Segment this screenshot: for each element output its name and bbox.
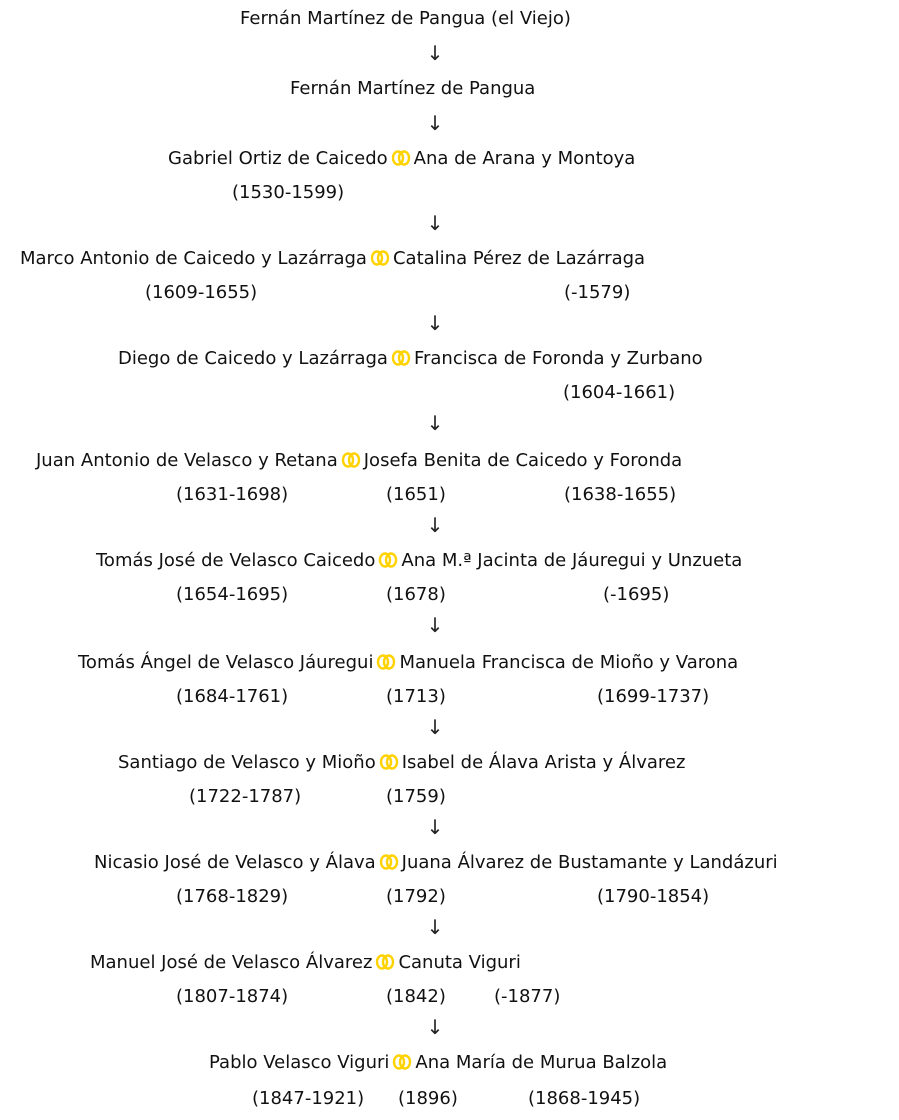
down-arrow-icon: ↓ — [426, 1015, 444, 1039]
interlocked-rings-icon — [378, 552, 398, 568]
couple-row: Nicasio José de Velasco y Álava Juana Álv… — [94, 852, 778, 874]
husband-name: Santiago de Velasco y Mioño — [118, 752, 376, 773]
couple-row: Santiago de Velasco y Mioño Isabel de Ála… — [118, 752, 685, 774]
couple-row: Pablo Velasco Viguri Ana María de Murua B… — [209, 1052, 667, 1074]
wife-name: Canuta Viguri — [398, 952, 521, 973]
husband-dates: (1530-1599) — [232, 182, 345, 203]
wife-dates: (-1877) — [494, 986, 561, 1007]
husband-dates: (1631-1698) — [176, 484, 289, 505]
down-arrow-icon: ↓ — [426, 41, 444, 65]
marriage-year: (1792) — [386, 886, 446, 907]
husband-name: Gabriel Ortiz de Caicedo — [168, 148, 388, 169]
couple-row: Tomás José de Velasco Caicedo Ana M.ª Jac… — [96, 550, 742, 572]
wife-dates: (1604-1661) — [563, 382, 676, 403]
interlocked-rings-icon — [370, 250, 390, 266]
husband-name: Marco Antonio de Caicedo y Lazárraga — [20, 248, 367, 269]
interlocked-rings-icon — [379, 854, 399, 870]
wife-dates: (1638-1655) — [564, 484, 677, 505]
wife-name: Manuela Francisca de Mioño y Varona — [399, 652, 739, 673]
couple-row: Manuel José de Velasco Álvarez Canuta Vig… — [90, 952, 521, 974]
wife-name: Ana María de Murua Balzola — [415, 1052, 668, 1073]
down-arrow-icon: ↓ — [426, 211, 444, 235]
couple-row: Tomás Ángel de Velasco Jáuregui Manuela F… — [78, 652, 738, 674]
down-arrow-icon: ↓ — [426, 311, 444, 335]
interlocked-rings-icon — [379, 754, 399, 770]
interlocked-rings-icon — [341, 452, 361, 468]
interlocked-rings-icon — [392, 1054, 412, 1070]
wife-dates: (-1695) — [603, 584, 670, 605]
interlocked-rings-icon — [391, 150, 411, 166]
marriage-year: (1651) — [386, 484, 446, 505]
wife-dates: (1790-1854) — [597, 886, 710, 907]
down-arrow-icon: ↓ — [426, 815, 444, 839]
husband-name: Pablo Velasco Viguri — [209, 1052, 390, 1073]
couple-row: Marco Antonio de Caicedo y Lazárraga Cata… — [20, 248, 645, 270]
husband-name: Manuel José de Velasco Álvarez — [90, 952, 373, 973]
ancestor-name: Fernán Martínez de Pangua (el Viejo) — [240, 8, 571, 29]
couple-row: Gabriel Ortiz de Caicedo Ana de Arana y M… — [168, 148, 635, 170]
husband-dates: (1847-1921) — [252, 1088, 365, 1109]
wife-name: Catalina Pérez de Lazárraga — [392, 248, 646, 269]
husband-name: Tomás José de Velasco Caicedo — [96, 550, 376, 571]
wife-name: Juana Álvarez de Bustamante y Landázuri — [401, 852, 778, 873]
husband-name: Juan Antonio de Velasco y Retana — [36, 450, 338, 471]
wife-name: Josefa Benita de Caicedo y Foronda — [363, 450, 683, 471]
wife-dates: (1868-1945) — [528, 1088, 641, 1109]
down-arrow-icon: ↓ — [426, 411, 444, 435]
marriage-year: (1842) — [386, 986, 446, 1007]
husband-dates: (1684-1761) — [176, 686, 289, 707]
wife-name: Francisca de Foronda y Zurbano — [413, 348, 703, 369]
wife-name: Ana de Arana y Montoya — [413, 148, 636, 169]
down-arrow-icon: ↓ — [426, 111, 444, 135]
wife-name: Ana M.ª Jacinta de Jáuregui y Unzueta — [401, 550, 743, 571]
down-arrow-icon: ↓ — [426, 915, 444, 939]
down-arrow-icon: ↓ — [426, 613, 444, 637]
interlocked-rings-icon — [375, 954, 395, 970]
down-arrow-icon: ↓ — [426, 513, 444, 537]
husband-name: Diego de Caicedo y Lazárraga — [118, 348, 388, 369]
wife-name: Isabel de Álava Arista y Álvarez — [401, 752, 686, 773]
husband-dates: (1654-1695) — [176, 584, 289, 605]
marriage-year: (1759) — [386, 786, 446, 807]
down-arrow-icon: ↓ — [426, 715, 444, 739]
husband-dates: (1609-1655) — [145, 282, 258, 303]
husband-name: Nicasio José de Velasco y Álava — [94, 852, 376, 873]
interlocked-rings-icon — [391, 350, 411, 366]
couple-row: Juan Antonio de Velasco y Retana Josefa B… — [36, 450, 682, 472]
wife-dates: (1699-1737) — [597, 686, 710, 707]
husband-dates: (1768-1829) — [176, 886, 289, 907]
interlocked-rings-icon — [376, 654, 396, 670]
husband-name: Tomás Ángel de Velasco Jáuregui — [78, 652, 374, 673]
husband-dates: (1807-1874) — [176, 986, 289, 1007]
husband-dates: (1722-1787) — [189, 786, 302, 807]
ancestor-name: Fernán Martínez de Pangua — [290, 78, 536, 99]
wife-dates: (-1579) — [564, 282, 631, 303]
couple-row: Diego de Caicedo y Lazárraga Francisca de… — [118, 348, 703, 370]
marriage-year: (1896) — [398, 1088, 458, 1109]
marriage-year: (1713) — [386, 686, 446, 707]
marriage-year: (1678) — [386, 584, 446, 605]
